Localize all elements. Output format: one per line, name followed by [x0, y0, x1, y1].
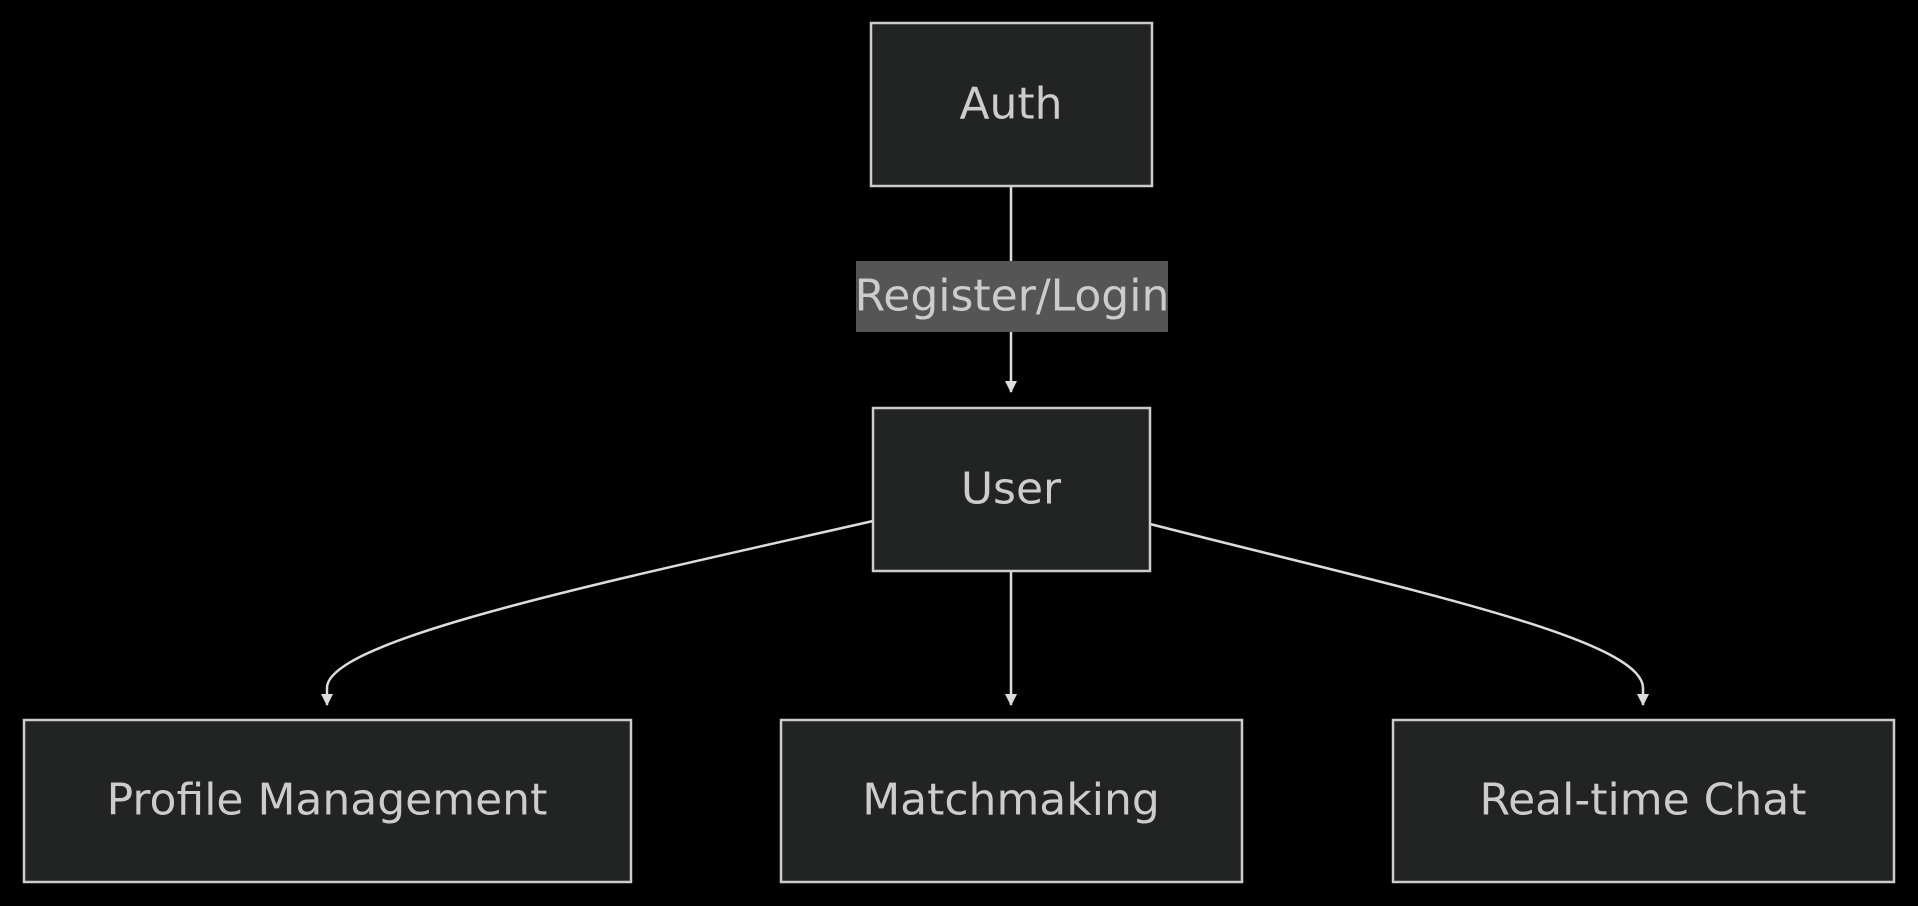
edge-label-text: Register/Login: [855, 271, 1170, 322]
node-profile-management-label: Profile Management: [107, 775, 548, 826]
node-user: User: [871, 406, 1152, 573]
node-profile-management-box: [22, 718, 633, 884]
edge-label-background: [856, 261, 1168, 332]
node-auth-label: Auth: [959, 79, 1062, 130]
node-user-box: [871, 406, 1152, 573]
node-auth: Auth: [869, 21, 1154, 188]
node-real-time-chat-box: [1391, 718, 1896, 884]
node-profile-management: Profile Management: [22, 718, 633, 884]
node-auth-box: [869, 21, 1154, 188]
node-real-time-chat: Real-time Chat: [1391, 718, 1896, 884]
node-user-label: User: [961, 464, 1062, 515]
node-matchmaking-label: Matchmaking: [862, 775, 1160, 826]
node-matchmaking: Matchmaking: [779, 718, 1244, 884]
node-matchmaking-box: [779, 718, 1244, 884]
edge-auth-to-user: Register/Login: [855, 186, 1170, 393]
edge-user-to-profile-management: [321, 519, 874, 706]
edge-user-to-real-time-chat: [1149, 522, 1649, 706]
node-real-time-chat-label: Real-time Chat: [1480, 775, 1807, 826]
edge-label-register-login: Register/Login: [855, 261, 1170, 332]
